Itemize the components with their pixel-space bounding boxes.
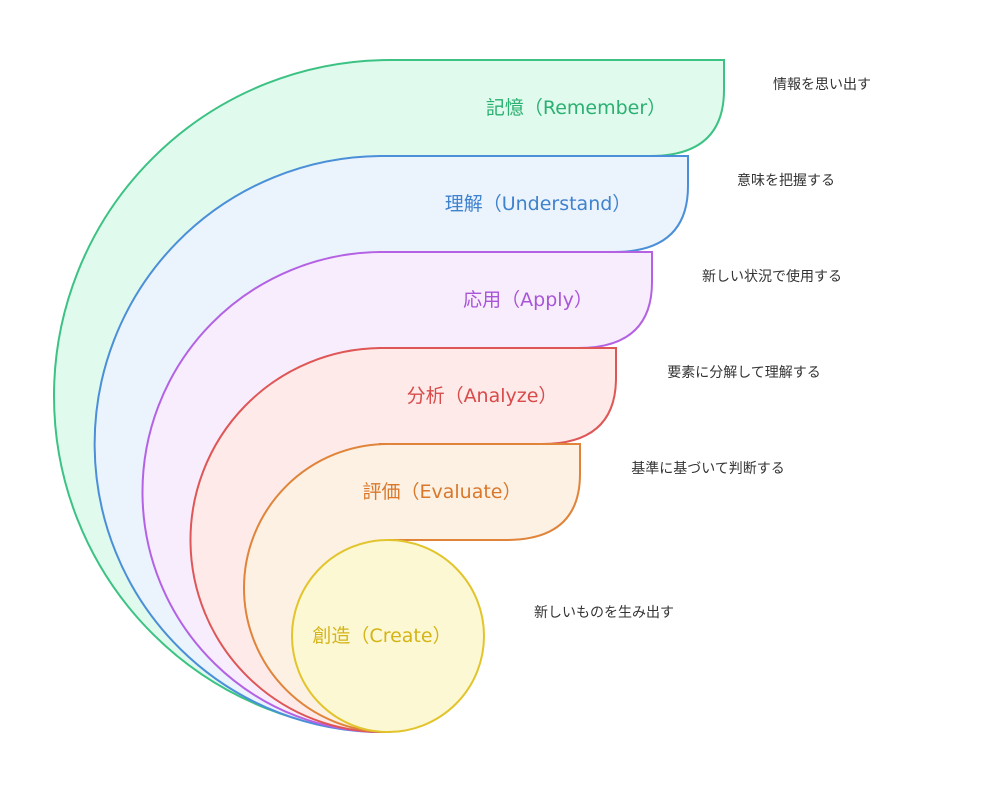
level-understand-label: 理解（Understand）: [445, 193, 632, 215]
level-remember-description: 情報を思い出す: [773, 77, 871, 93]
level-remember-label: 記憶（Remember）: [486, 97, 666, 119]
level-apply-label: 応用（Apply）: [463, 289, 593, 311]
level-create-shape: [291, 539, 485, 733]
level-analyze-label: 分析（Analyze）: [407, 385, 558, 407]
level-understand-description: 意味を把握する: [737, 172, 835, 189]
level-create-description: 新しいものを生み出す: [534, 605, 674, 621]
level-create-label: 創造（Create）: [312, 625, 451, 647]
level-create: 創造（Create） 新しいものを生み出す: [291, 539, 674, 733]
level-analyze-description: 要素に分解して理解する: [667, 365, 821, 381]
level-evaluate-label: 評価（Evaluate）: [363, 481, 522, 503]
level-evaluate-description: 基準に基づいて判断する: [631, 460, 785, 477]
level-apply-description: 新しい状況で使用する: [702, 268, 842, 285]
